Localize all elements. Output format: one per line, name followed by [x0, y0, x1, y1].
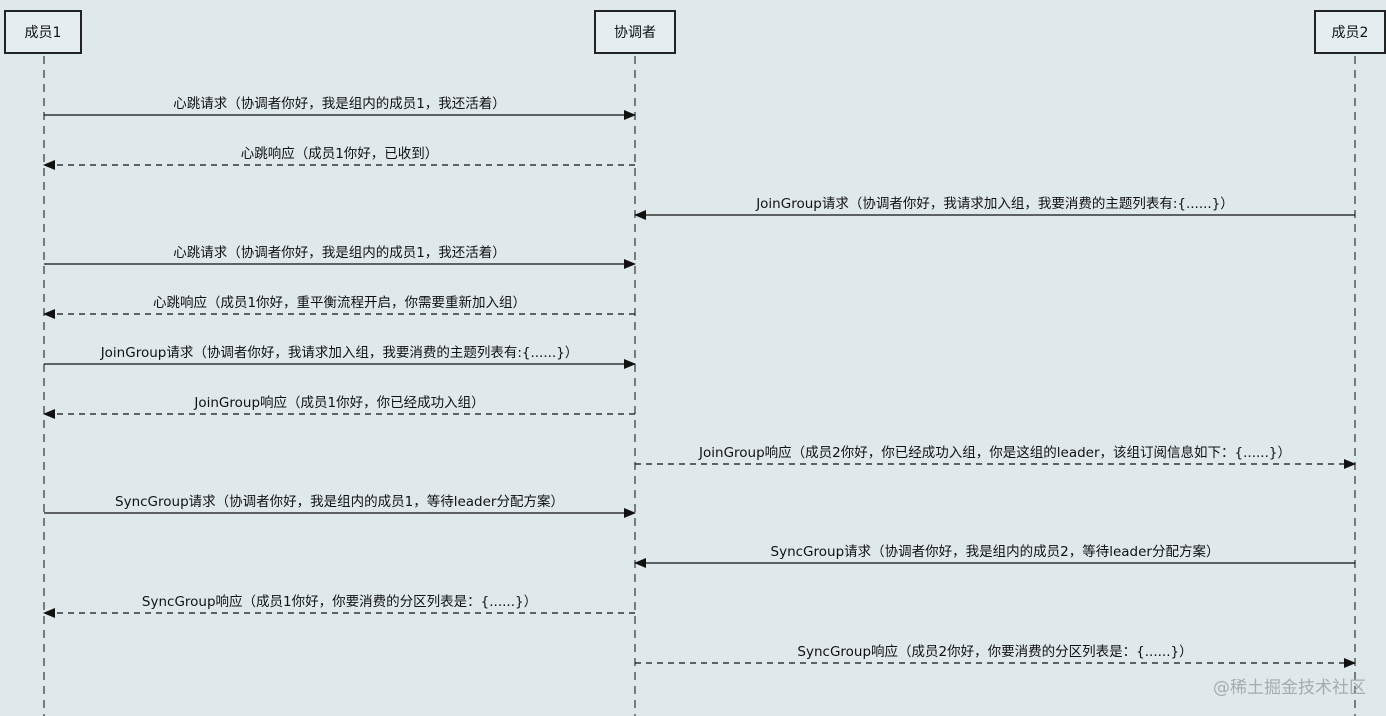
actor-member2-label: 成员2	[1331, 25, 1369, 41]
actor-member2: 成员2	[1314, 10, 1386, 54]
message-label-1: 心跳请求（协调者你好，我是组内的成员1，我还活着）	[173, 96, 506, 112]
message-label-10: SyncGroup请求（协调者你好，我是组内的成员2，等待leader分配方案）	[770, 544, 1220, 560]
message-label-2: 心跳响应（成员1你好，已收到）	[240, 146, 439, 162]
message-label-12: SyncGroup响应（成员2你好，你要消费的分区列表是：{......}）	[797, 644, 1193, 660]
message-label-7: JoinGroup响应（成员1你好，你已经成功入组）	[194, 395, 485, 411]
message-label-4: 心跳请求（协调者你好，我是组内的成员1，我还活着）	[173, 245, 506, 261]
actor-member1: 成员1	[4, 10, 82, 54]
message-label-6: JoinGroup请求（协调者你好，我请求加入组，我要消费的主题列表有:{...…	[100, 345, 579, 361]
watermark: @稀土掘金技术社区	[1213, 678, 1366, 698]
message-label-8: JoinGroup响应（成员2你好，你已经成功入组，你是这组的leader，该组…	[699, 445, 1291, 461]
message-label-3: JoinGroup请求（协调者你好，我请求加入组，我要消费的主题列表有:{...…	[756, 196, 1234, 212]
actor-coordinator: 协调者	[594, 10, 676, 54]
message-label-9: SyncGroup请求（协调者你好，我是组内的成员1，等待leader分配方案）	[115, 494, 564, 510]
message-label-5: 心跳响应（成员1你好，重平衡流程开启，你需要重新加入组）	[152, 295, 527, 311]
actor-member1-label: 成员1	[24, 25, 62, 41]
actor-coordinator-label: 协调者	[614, 25, 656, 41]
message-label-11: SyncGroup响应（成员1你好，你要消费的分区列表是：{......}）	[141, 594, 538, 610]
